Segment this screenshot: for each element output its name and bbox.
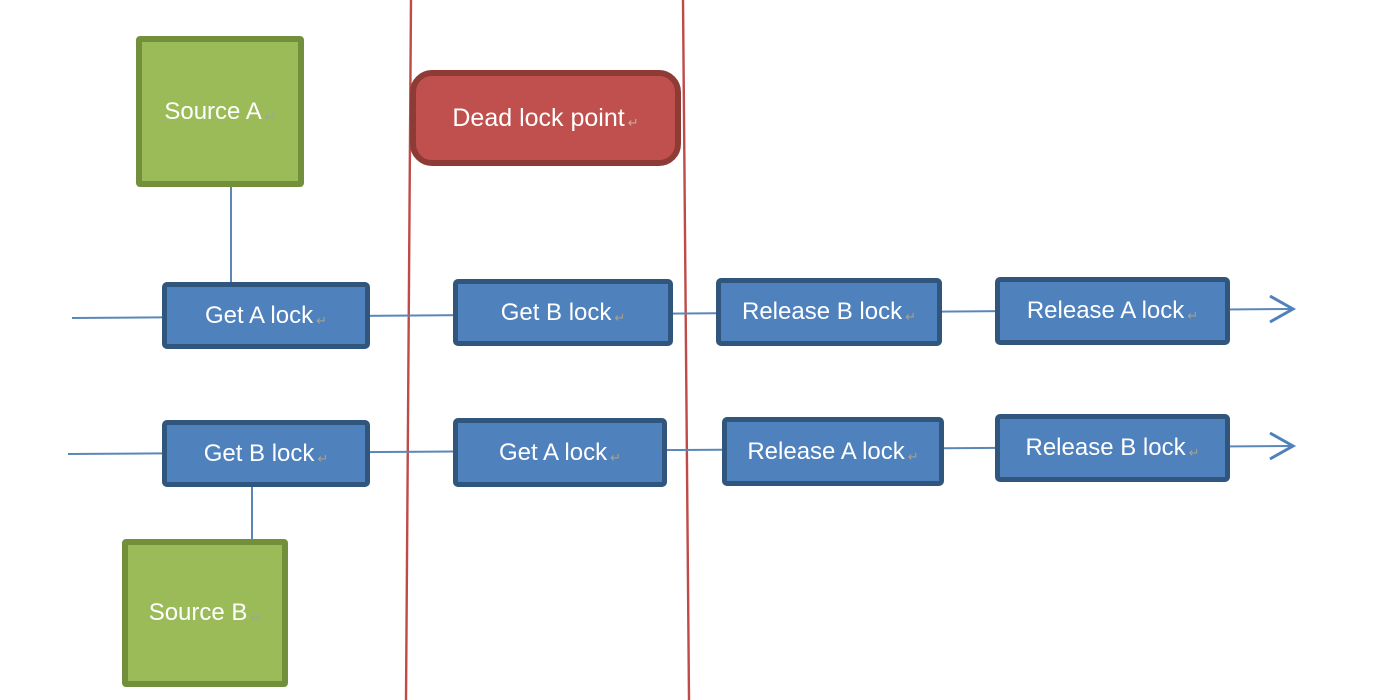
node-label: Get B lock [500,298,612,326]
node-label: Source A [164,97,262,125]
node-deadlock-point: Dead lock point ↵ [410,70,681,166]
node-thread-a-release-a-lock: Release A lock ↵ [995,277,1230,345]
node-label: Get B lock [203,439,315,467]
return-mark-icon: ↵ [610,449,621,465]
node-thread-b-get-a-lock: Get A lock ↵ [453,418,667,487]
node-label: Release A lock [1026,297,1185,324]
node-source-a: Source A ↵ [136,36,304,187]
node-thread-a-get-b-lock: Get B lock ↵ [453,279,673,346]
node-thread-a-release-b-lock: Release B lock ↵ [716,278,942,346]
return-mark-icon: ↵ [264,108,276,124]
node-thread-b-release-b-lock: Release B lock ↵ [995,414,1230,482]
deadlock-boundary-line-right [681,0,691,700]
return-mark-icon: ↵ [627,115,639,130]
node-label: Dead lock point [452,103,625,132]
node-label: Release B lock [742,298,903,325]
arrow-right-icon [1269,431,1297,461]
node-label: Source B [148,599,248,626]
return-mark-icon: ↵ [905,309,916,324]
node-label: Get A lock [205,301,314,329]
node-thread-b-release-a-lock: Release A lock ↵ [722,417,944,486]
node-thread-b-get-b-lock: Get B lock ↵ [162,420,370,487]
return-mark-icon: ↵ [1187,308,1199,323]
return-mark-icon: ↵ [614,309,626,325]
node-label: Release B lock [1025,434,1186,461]
node-source-b: Source B ↵ [122,539,288,687]
node-label: Release A lock [747,437,905,465]
return-mark-icon: ↵ [907,448,919,464]
return-mark-icon: ↵ [316,312,327,328]
arrow-right-icon [1269,294,1297,324]
return-mark-icon: ↵ [317,450,329,466]
return-mark-icon: ↵ [1188,445,1200,460]
node-thread-a-get-a-lock: Get A lock ↵ [162,282,370,349]
node-label: Get A lock [499,438,608,466]
return-mark-icon: ↵ [250,610,262,625]
